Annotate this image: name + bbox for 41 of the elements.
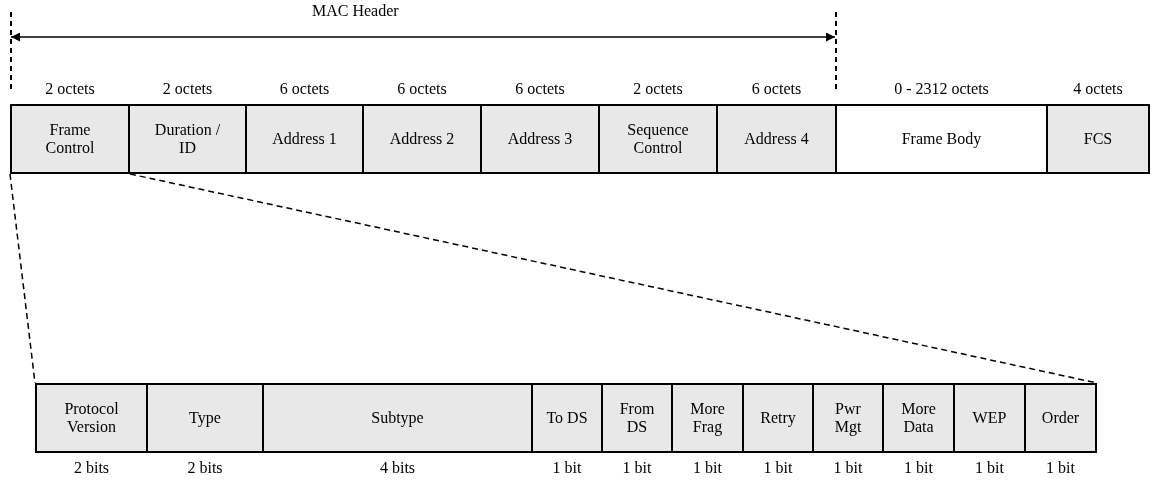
field-size: 1 bit [692,459,723,477]
field-size: 0 - 2312 octets [893,80,990,98]
field-name: To DS [545,409,589,427]
field-name: Type [188,409,222,427]
field-size: 2 octets [632,80,684,98]
field-name: WEP [971,409,1008,427]
field-size: 6 octets [750,80,803,98]
field-size: 6 octets [278,80,331,98]
field-size: 6 octets [396,80,448,98]
field-name: Address 3 [506,130,574,148]
field-name: Sequence Control [626,121,690,157]
field-name: Duration / ID [153,121,222,157]
field-size: 1 bit [832,459,864,477]
field-size: 1 bit [903,459,934,477]
field-size: 2 bits [186,459,224,477]
field-size: 4 bits [378,459,417,477]
field-size: 4 octets [1072,80,1124,98]
field-size: 2 octets [44,80,96,98]
field-name: Subtype [370,409,425,427]
field-size: 1 bit [974,459,1005,477]
field-name: Address 4 [743,130,810,148]
field-size: 1 bit [551,459,583,477]
field-name: Pwr Mgt [833,400,863,436]
field-name: Address 2 [388,130,456,148]
field-size: 2 octets [161,80,214,98]
field-size: 6 octets [514,80,566,98]
expansion-line [9,173,36,384]
field-size: 2 bits [72,459,111,477]
field-size: 1 bit [1045,459,1076,477]
field-name: More Frag [689,400,726,436]
field-name: Protocol Version [63,400,120,436]
field-name: Address 1 [271,130,338,148]
field-name: More Data [900,400,937,436]
field-name: Frame Control [44,121,96,157]
field-size: 1 bit [762,459,794,477]
field-name: From DS [618,400,656,436]
field-name: Frame Body [900,130,983,148]
field-name: Retry [759,409,797,427]
field-name: Order [1040,409,1081,427]
field-size: 1 bit [621,459,653,477]
field-name: FCS [1082,130,1114,148]
